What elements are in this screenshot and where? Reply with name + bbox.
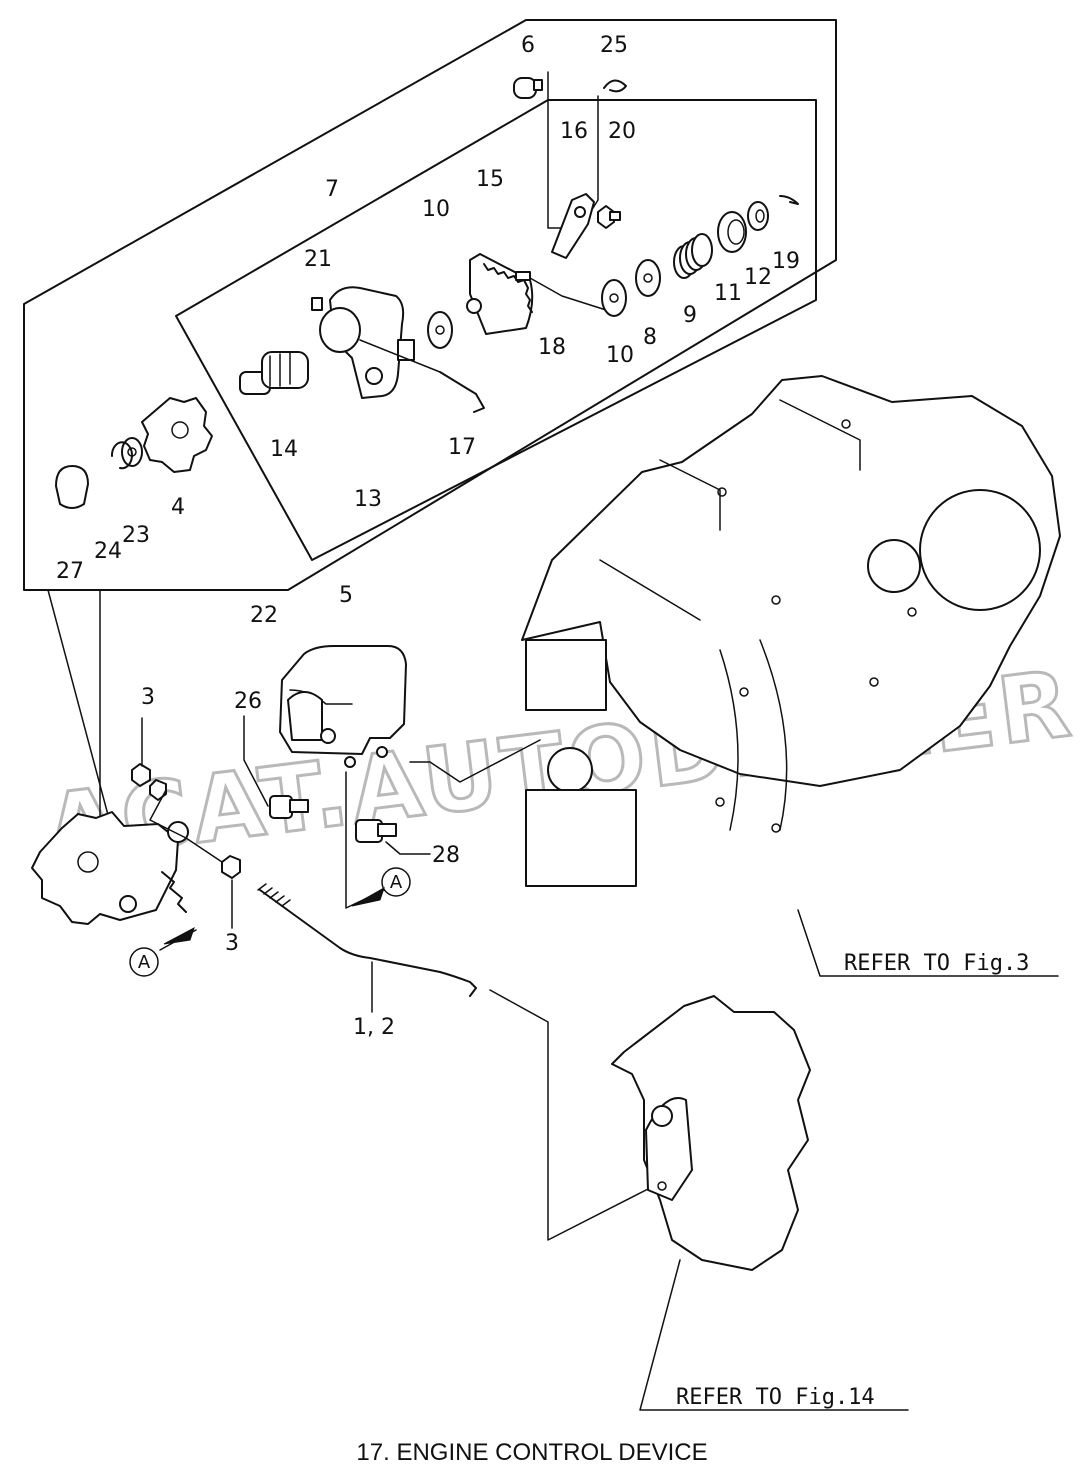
part-27-cap xyxy=(55,465,89,509)
part-14-shaft xyxy=(239,351,309,395)
flywheel-housing xyxy=(521,375,1061,887)
part-19-cotter-pin xyxy=(779,195,799,205)
part-3-nut-lower xyxy=(221,855,241,879)
label-part-23: 23 xyxy=(122,523,150,548)
diagram-caption: 17. ENGINE CONTROL DEVICE xyxy=(356,1439,707,1466)
section-marker-a-mid-text: A xyxy=(390,872,403,893)
label-part-25: 25 xyxy=(600,33,628,58)
label-part-28: 28 xyxy=(432,843,460,868)
marker-a-left-arrow xyxy=(163,926,195,945)
part-26-bolt xyxy=(269,795,309,819)
label-part-11: 11 xyxy=(714,281,742,306)
refer-fig14-text: REFER TO Fig.14 xyxy=(676,1385,875,1410)
leader-refer-fig14 xyxy=(639,1259,909,1411)
label-part-4: 4 xyxy=(171,495,185,520)
label-part-6: 6 xyxy=(521,33,535,58)
label-part-12: 12 xyxy=(744,265,772,290)
label-part-8: 8 xyxy=(643,325,657,350)
label-part-27: 27 xyxy=(56,559,84,584)
label-part-16: 16 xyxy=(560,119,588,144)
label-part-9: 9 xyxy=(683,303,697,328)
leader-26 xyxy=(243,715,269,807)
label-part-10-upper: 10 xyxy=(422,197,450,222)
section-marker-a-mid: A xyxy=(381,867,411,897)
label-part-5: 5 xyxy=(339,583,353,608)
part-12-nut xyxy=(747,201,769,231)
label-part-22: 22 xyxy=(250,603,278,628)
label-part-7: 7 xyxy=(325,177,339,202)
assembly-7-inner-box xyxy=(175,99,817,561)
leader-13-line xyxy=(359,339,441,373)
label-part-21: 21 xyxy=(304,247,332,272)
label-part-10-lower: 10 xyxy=(606,343,634,368)
label-part-26: 26 xyxy=(234,689,262,714)
part-17-pin xyxy=(439,371,485,413)
part-18-pin xyxy=(515,271,531,281)
part-4-knob xyxy=(141,397,213,473)
part-11-ring xyxy=(717,211,747,253)
part-3-nut-upper xyxy=(131,763,167,801)
label-part-3-lower: 3 xyxy=(225,931,239,956)
section-marker-a-left: A xyxy=(129,947,159,977)
label-part-15: 15 xyxy=(476,167,504,192)
leader-refer-fig3 xyxy=(797,909,1059,977)
part-15-sector-plate xyxy=(466,253,534,335)
part-21-pin xyxy=(311,297,323,311)
part-25-clip xyxy=(603,79,627,93)
part-10-washer-lower xyxy=(601,279,627,317)
part-6-bolt xyxy=(513,77,543,99)
part-9-spring xyxy=(673,233,713,279)
marker-a-mid-arrow xyxy=(351,886,385,907)
rod-to-pump-leader xyxy=(489,989,651,1241)
label-part-18: 18 xyxy=(538,335,566,360)
label-part-20: 20 xyxy=(608,119,636,144)
bracket-to-housing-leader xyxy=(409,739,541,783)
label-part-17: 17 xyxy=(448,435,476,460)
knob-assembly-mounted xyxy=(31,811,189,925)
part-28-bolt xyxy=(355,819,397,843)
part-16-lever xyxy=(551,193,595,259)
label-part-19: 19 xyxy=(772,249,800,274)
label-part-13: 13 xyxy=(354,487,382,512)
part-10-washer-upper xyxy=(427,311,453,349)
leader-18 xyxy=(529,277,607,311)
section-marker-a-left-text: A xyxy=(138,952,151,973)
label-part-1-2: 1, 2 xyxy=(353,1015,395,1040)
part-24-snap-ring xyxy=(110,441,133,470)
part-8-washer xyxy=(635,259,661,297)
label-part-14: 14 xyxy=(270,437,298,462)
boundary-leader-left xyxy=(23,589,113,831)
part-5-bracket xyxy=(279,645,407,768)
leader-28 xyxy=(385,841,431,855)
label-part-3-upper: 3 xyxy=(141,685,155,710)
label-part-24: 24 xyxy=(94,539,122,564)
part-1-2-control-rod xyxy=(259,889,477,997)
leader-3-connector xyxy=(149,789,223,863)
part-20-nut xyxy=(597,205,621,229)
refer-fig3-text: REFER TO Fig.3 xyxy=(844,951,1029,976)
injection-pump xyxy=(611,995,811,1271)
